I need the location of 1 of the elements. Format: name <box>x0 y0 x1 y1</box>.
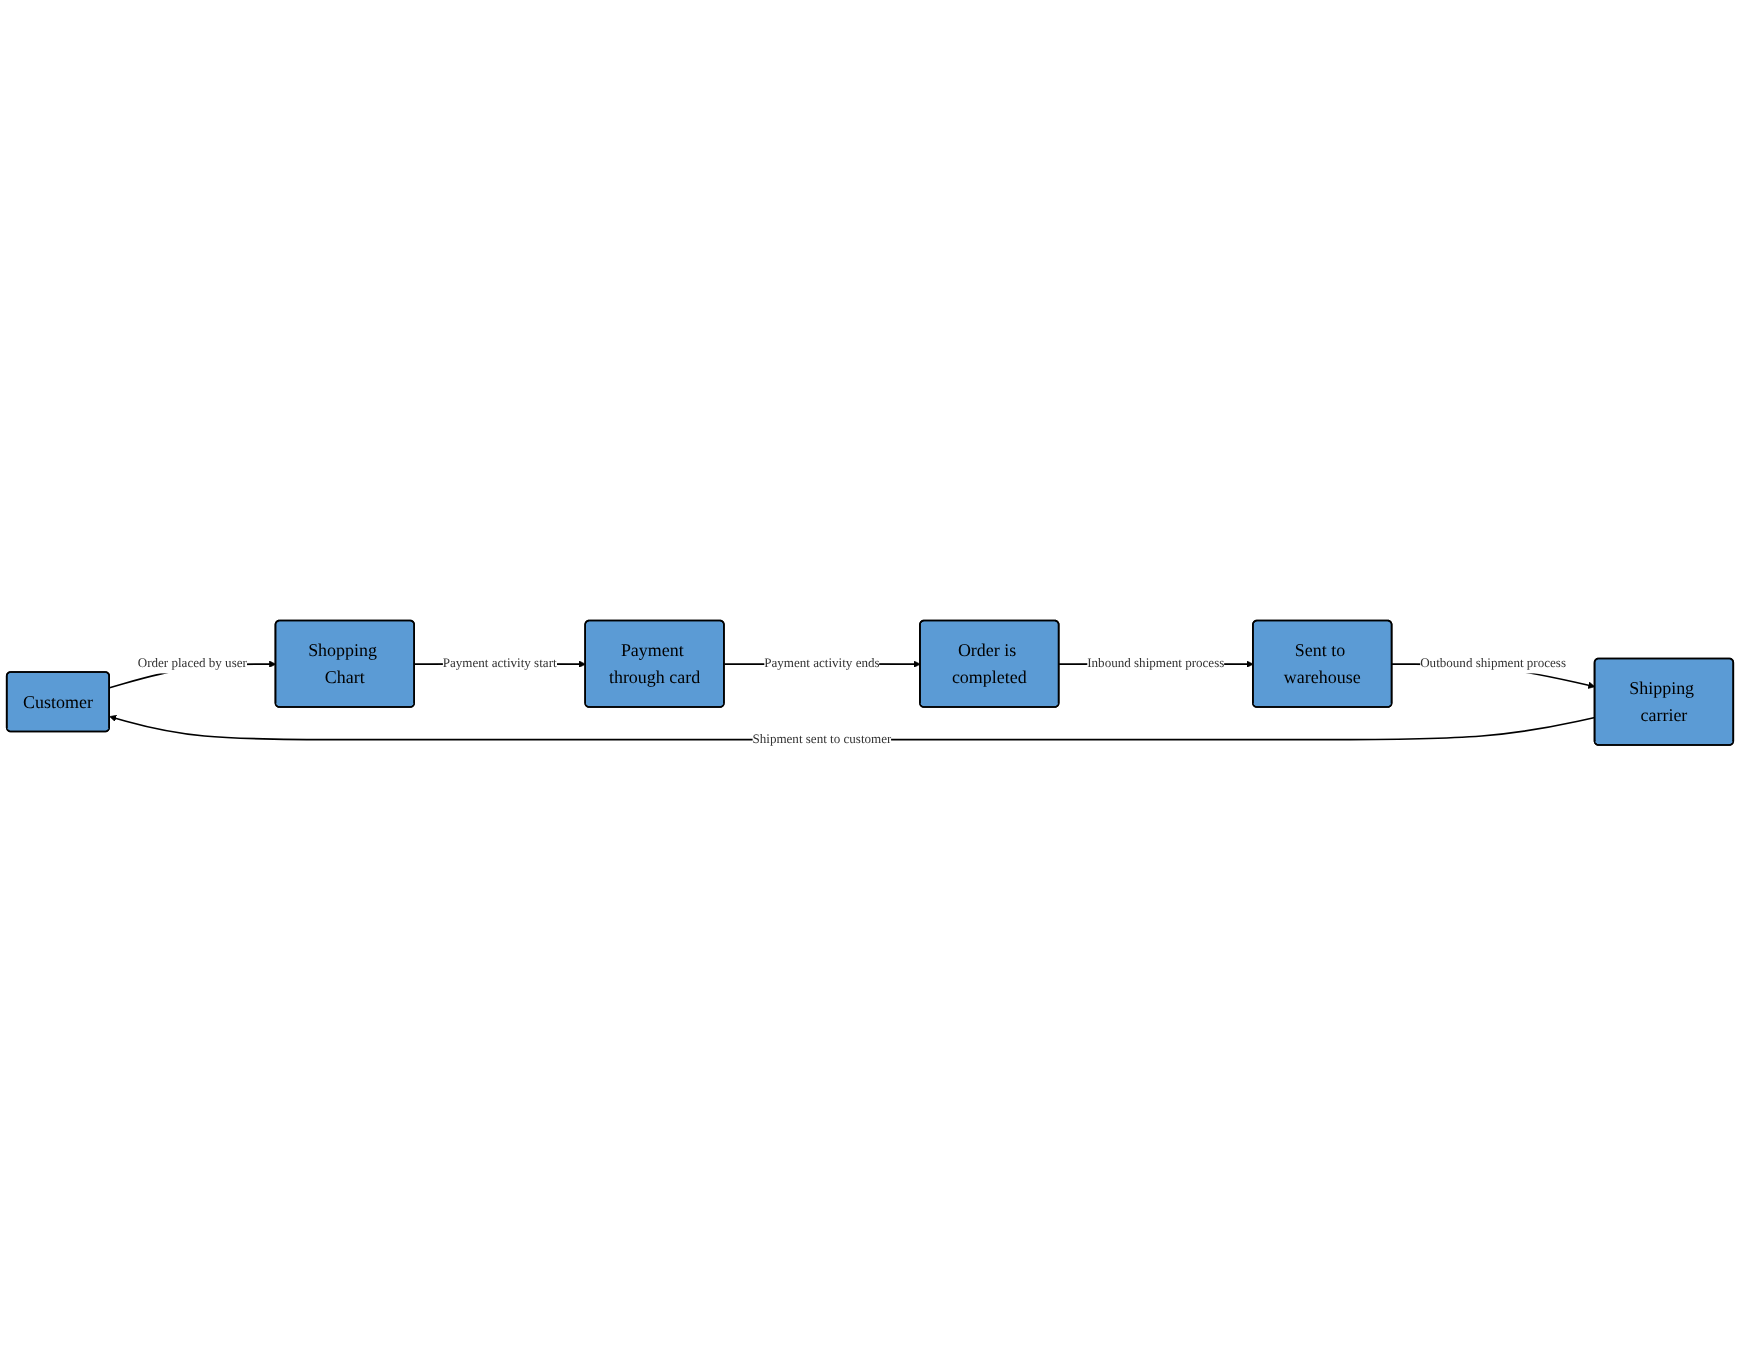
arrow <box>109 714 1596 741</box>
